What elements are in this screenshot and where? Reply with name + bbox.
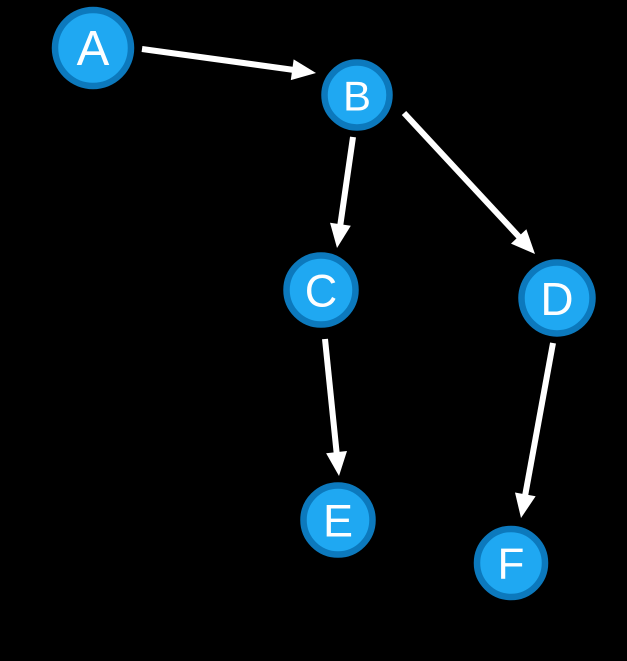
edge-arrowhead <box>510 229 535 254</box>
node-F[interactable]: F <box>473 525 549 601</box>
edge-line <box>141 46 295 73</box>
edge-line <box>337 136 356 227</box>
node-circle <box>300 482 376 558</box>
node-circle <box>518 259 596 337</box>
edge-arrowhead <box>290 59 316 81</box>
nodes-layer: A B C D E F <box>51 6 596 601</box>
node-E[interactable]: E <box>300 482 376 558</box>
edge-line <box>322 338 340 455</box>
node-circle <box>321 59 393 131</box>
edge-C-E <box>322 338 348 476</box>
node-C[interactable]: C <box>283 252 359 328</box>
edge-arrowhead <box>326 451 348 476</box>
edge-A-B <box>141 46 316 81</box>
node-circle <box>51 6 135 90</box>
edge-line <box>401 110 523 240</box>
node-B[interactable]: B <box>321 59 393 131</box>
node-D[interactable]: D <box>518 259 596 337</box>
edge-arrowhead <box>514 492 536 518</box>
edges-layer <box>141 46 556 518</box>
node-circle <box>473 525 549 601</box>
edge-D-F <box>514 342 556 518</box>
edge-B-C <box>330 136 356 248</box>
edge-arrowhead <box>330 222 351 248</box>
edge-line <box>522 342 556 497</box>
edge-B-D <box>401 110 535 254</box>
node-A[interactable]: A <box>51 6 135 90</box>
node-circle <box>283 252 359 328</box>
